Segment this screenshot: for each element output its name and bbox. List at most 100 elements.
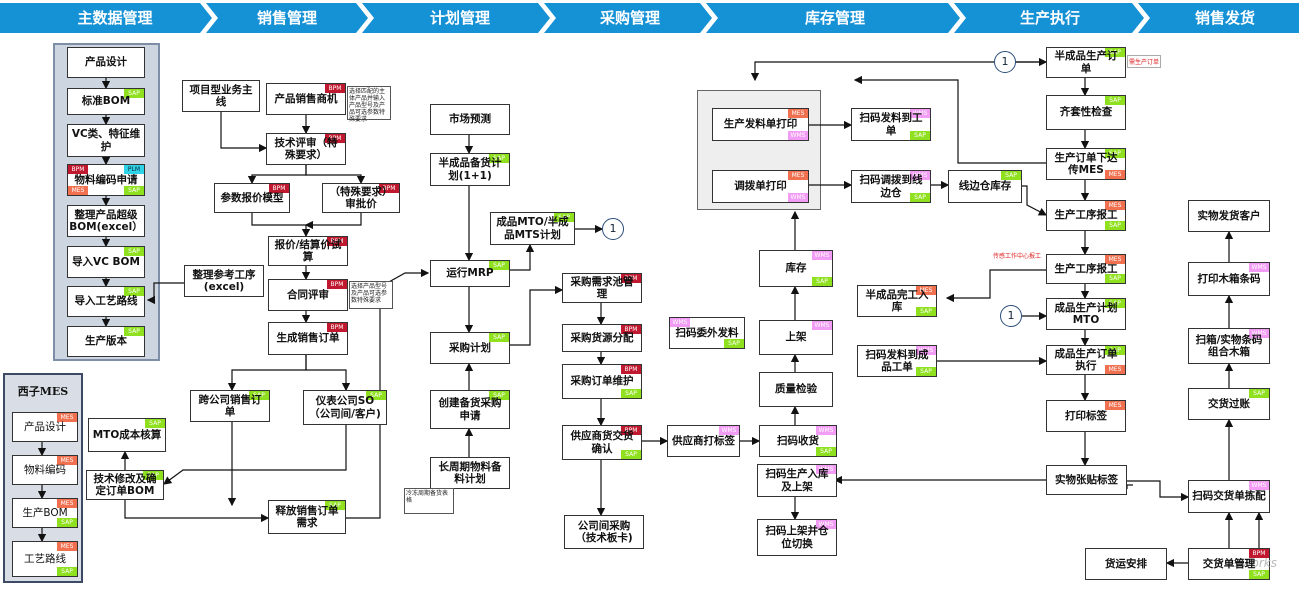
box-semi-finished-receipt: MES SAP 半成品完工入库 xyxy=(857,285,937,317)
mes-tag: MES xyxy=(788,109,808,118)
stage-chevrons xyxy=(0,3,1299,33)
box-label: 创建备货采购申请 xyxy=(438,397,502,422)
box-delivery-management: BPM SAP 交货单管理 xyxy=(1188,548,1270,580)
bpm-tag: BPM xyxy=(327,237,347,246)
wms-tag: WMS xyxy=(670,318,690,327)
box-label: 实物张贴标签 xyxy=(1055,473,1118,486)
box-label: 运行MRP xyxy=(446,267,494,280)
bpm-tag: BPM xyxy=(621,325,641,334)
wms-tag: WMS xyxy=(812,251,832,260)
box-label: 物料编码 xyxy=(24,463,66,476)
long-cycle-note: 冷冻周期备货表格 xyxy=(404,488,454,514)
box-label: 整理参考工序(excel) xyxy=(192,268,256,293)
sap-tag: SAP xyxy=(1105,96,1125,105)
box-scan-production-shelve: WMS 扫码生产入库及上架 xyxy=(757,464,837,497)
sap-tag: SAP xyxy=(916,367,936,376)
box-label: 上架 xyxy=(785,331,807,344)
sap-tag: SAP xyxy=(124,287,144,296)
box-label: 合同评审 xyxy=(287,288,329,301)
wms-tag: WMS xyxy=(910,171,930,180)
box-run-mrp: SAP 运行MRP xyxy=(430,260,510,287)
mes-tag: MES xyxy=(1105,201,1125,210)
stage-purchasing: 采购管理 xyxy=(599,9,660,27)
bpm-tag: BPM xyxy=(621,365,641,374)
connector-circle-1: 1 xyxy=(994,51,1016,73)
mes-tag: MES xyxy=(1105,365,1125,374)
sap-tag: SAP xyxy=(143,471,163,480)
sap-tag: SAP xyxy=(489,333,509,342)
contract-note: 选择产品型号及产品可选参数特殊要求 xyxy=(349,281,393,309)
box-semi-stock-plan: SAP 半成品备货计划(1+1) xyxy=(430,153,510,186)
box-tech-confirm-bom: SAP 技术修改及确定订单BOM xyxy=(86,470,164,500)
mes-tag: MES xyxy=(788,171,808,180)
box-label: 生产工序报工 xyxy=(1054,209,1118,222)
box-label: 生产订单下达传MES xyxy=(1054,151,1118,176)
box-label: 扫码生产入库及上架 xyxy=(765,468,829,493)
box-scan-shelve-switch: WMS 扫码上架并仓位切换 xyxy=(757,519,837,556)
box-operation-report-1: MES SAP 生产工序报工 xyxy=(1046,200,1126,231)
box-production-version: SAP 生产版本 xyxy=(67,326,145,357)
sap-tag: SAP xyxy=(1105,48,1125,57)
box-scan-outsource: WMS SAP 扫码委外发料 xyxy=(669,317,745,349)
box-label: 产品销售商机 xyxy=(274,92,338,105)
sap-tag: SAP xyxy=(124,89,144,98)
sap-tag: SAP xyxy=(724,339,744,348)
stage-delivery: 销售发货 xyxy=(1194,9,1255,27)
box-print-crate-barcode: WMS 打印木箱条码 xyxy=(1188,262,1270,296)
bpm-tag: BPM xyxy=(621,426,641,435)
box-label: 产品设计 xyxy=(24,420,66,433)
box-label: 采购计划 xyxy=(449,341,491,354)
box-label: 质量检验 xyxy=(775,383,817,396)
box-operation-report-2: MES SAP 生产工序报工 xyxy=(1046,254,1126,284)
box-long-cycle-plan: 长周期物料备料计划 xyxy=(430,457,510,489)
box-semi-production-order: SAP 半成品生产订单 xyxy=(1046,47,1126,78)
sap-tag: SAP xyxy=(910,193,930,202)
box-project-mainline: 项目型业务主线 xyxy=(182,80,260,112)
plm-tag: PLM xyxy=(124,165,144,174)
box-scan-receive: WMS SAP 扫码收货 xyxy=(759,425,837,457)
box-label: 交货单管理 xyxy=(1202,557,1256,570)
box-label: 线边仓库存 xyxy=(958,180,1012,193)
sap-tag: SAP xyxy=(916,307,936,316)
box-vc-class: VC类、特征维护 xyxy=(67,124,145,157)
box-scan-crate-combine: WMS 扫箱/实物条码组合木箱 xyxy=(1188,328,1270,364)
box-mto-mts-plan: SAP 成品MTO/半成品MTS计划 xyxy=(490,212,575,245)
box-ship-to-customer: 实物发货客户 xyxy=(1188,200,1270,232)
mes-tag: MES xyxy=(57,542,77,551)
mes-tag: MES xyxy=(68,186,88,195)
box-label: 扫码交货单拣配 xyxy=(1192,490,1266,503)
box-tech-review: BPM 技术评审（特殊要求） xyxy=(266,133,346,165)
box-label: 扫码上架并仓位切换 xyxy=(765,525,829,550)
box-label: MTO成本核算 xyxy=(92,428,162,441)
box-instrument-so: SAP 仪表公司SO（公司间/客户) xyxy=(303,390,387,425)
wms-tag: WMS xyxy=(1249,263,1269,272)
box-issue-slip-print: MES WMS 生产发料单打印 xyxy=(712,108,809,141)
box-label: 项目型业务主线 xyxy=(189,83,253,108)
box-label: 生产工序报工 xyxy=(1054,262,1118,275)
wms-tag: WMS xyxy=(1249,481,1269,490)
sap-tag: SAP xyxy=(1249,570,1269,579)
box-intercompany-purchase: 公司间采购（技术板卡) xyxy=(564,515,644,549)
box-label: 成品生产订单执行 xyxy=(1054,347,1118,372)
box-label: 公司间采购（技术板卡) xyxy=(575,519,633,544)
box-label: 扫码收货 xyxy=(777,434,819,447)
box-label: 标准BOM xyxy=(81,95,131,108)
stage-sales: 销售管理 xyxy=(256,9,317,27)
sap-tag: SAP xyxy=(57,567,77,576)
box-fg-production-plan: SAP 成品生产计划MTO xyxy=(1046,298,1126,330)
box-source-allocation: BPM 采购货源分配 xyxy=(562,324,642,352)
sap-tag: SAP xyxy=(325,501,345,510)
bpm-tag: BPM xyxy=(325,84,345,93)
box-order-release-mes: SAP MES 生产订单下达传MES xyxy=(1046,148,1126,180)
mes-tag: MES xyxy=(916,286,936,295)
spacer xyxy=(184,183,190,185)
box-release-sales-order: SAP 释放销售订单需求 xyxy=(268,500,346,534)
bpm-tag: BPM xyxy=(621,274,641,283)
box-market-forecast: 市场预测 xyxy=(430,104,510,135)
box-label: 生产BOM xyxy=(22,506,68,519)
wms-tag: WMS xyxy=(816,426,836,435)
box-label: 扫码发料到工单 xyxy=(859,112,923,137)
connector-circle-2: 1 xyxy=(602,218,624,240)
bpm-tag: BPM xyxy=(325,134,345,143)
box-label: 库存 xyxy=(785,262,807,275)
